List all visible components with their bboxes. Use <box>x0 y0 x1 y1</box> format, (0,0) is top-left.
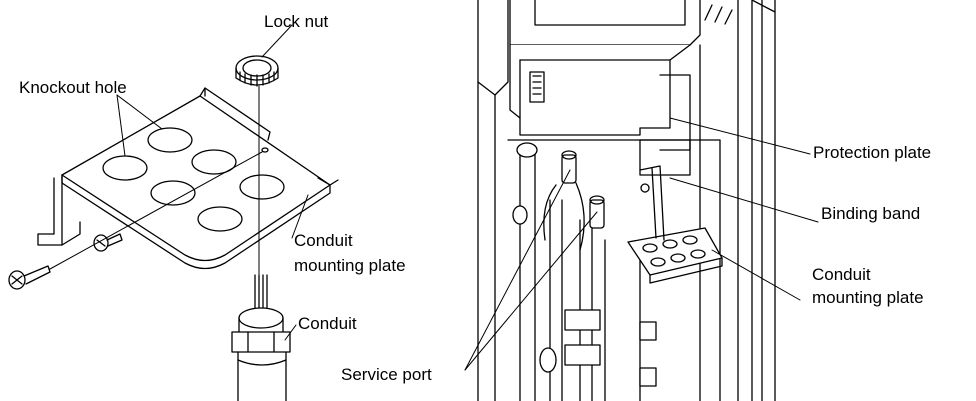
outdoor-unit-cabinet <box>477 0 776 401</box>
label-conduit-mounting-plate-left-line1: Conduit <box>294 231 353 250</box>
label-binding-band: Binding band <box>821 204 921 223</box>
label-conduit-mounting-plate-right-line1: Conduit <box>812 265 871 284</box>
conduit <box>231 274 291 401</box>
lock-nut <box>235 55 279 87</box>
right-leaders <box>464 117 819 371</box>
label-protection-plate: Protection plate <box>813 143 932 162</box>
label-service-port: Service port <box>341 365 432 384</box>
knockout-holes <box>102 127 285 232</box>
label-knockout-hole: Knockout hole <box>19 78 127 97</box>
label-lock-nut: Lock nut <box>264 12 329 31</box>
screw-left <box>8 265 51 290</box>
conduit-mounting-plate-exploded <box>37 87 339 270</box>
label-conduit-mounting-plate-left-line2: mounting plate <box>294 256 406 275</box>
label-conduit: Conduit <box>298 314 357 333</box>
left-leaders <box>116 24 309 341</box>
label-conduit-mounting-plate-right-line2: mounting plate <box>812 288 924 307</box>
